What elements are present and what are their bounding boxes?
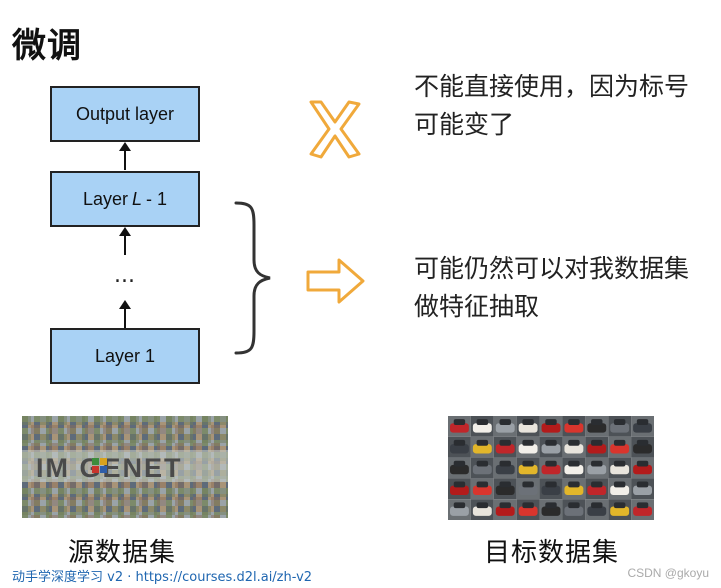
layer-1-box: Layer 1	[50, 328, 200, 384]
arrow-note-text: 可能仍然可以对我数据集做特征抽取	[414, 254, 690, 321]
target-dataset-caption: 目标数据集	[484, 538, 620, 568]
course-link[interactable]: https://courses.d2l.ai/zh-v2	[135, 570, 313, 585]
car-dataset-image	[448, 416, 654, 520]
course-label: 动手学深度学习 v2 ·	[12, 570, 136, 585]
watermark: CSDN @gkoyu	[627, 566, 709, 580]
layer-1-label: Layer 1	[94, 345, 156, 366]
layer-l-prefix: Layer	[82, 188, 128, 209]
layer-l-var: L	[132, 188, 143, 209]
footer: 动手学深度学习 v2 · https://courses.d2l.ai/zh-v…	[12, 566, 312, 585]
up-arrow-icon	[119, 300, 131, 328]
ellipsis: ...	[114, 263, 135, 288]
curly-brace-icon	[234, 201, 271, 355]
imagenet-mosaic-image: IM GENET	[22, 416, 228, 518]
up-arrow-icon	[119, 142, 131, 170]
right-arrow-icon	[306, 258, 365, 304]
output-layer-box: Output layer	[50, 86, 200, 142]
cross-icon	[309, 100, 361, 159]
slide-title: 微调	[12, 26, 82, 66]
source-dataset-caption: 源数据集	[68, 538, 177, 568]
output-layer-label: Output layer	[75, 103, 175, 124]
layer-l-minus-1-box: Layer L - 1	[50, 171, 200, 227]
layer-l-suffix: - 1	[146, 188, 168, 209]
up-arrow-icon	[119, 227, 131, 255]
imagenet-logo-text: IM GENET	[36, 453, 183, 483]
cross-note-text: 不能直接使用，因为标号可能变了	[414, 72, 690, 139]
